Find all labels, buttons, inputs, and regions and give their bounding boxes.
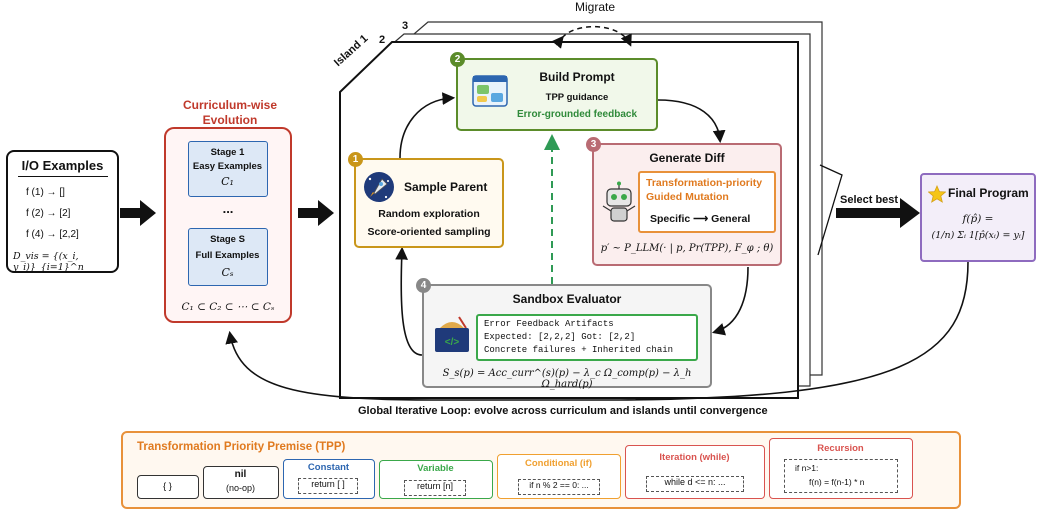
stage-s-subtitle: Full Examples (195, 250, 260, 261)
stage-s-box: Stage S Full Examples Cₛ (188, 228, 268, 286)
tpp-iteration-block: Iteration (while) while d <= n: ... (625, 445, 765, 499)
tpp-recursion-code-box: if n>1: f(n) = f(n-1) * n (784, 459, 898, 493)
sample-parent-line1: Random exploration (378, 208, 480, 220)
artifact-line-1: Error Feedback Artifacts (484, 319, 614, 329)
io-examples-panel: I/O Examples f (1) → [] f (2) → [2] f (4… (6, 150, 119, 273)
tpp-title: Transformation Priority Premise (TPP) (137, 441, 346, 453)
io-dvis: D_vis = {(x_i, y_i)}_{i=1}^n (13, 251, 84, 273)
star-icon (928, 185, 946, 203)
sandbox-to-sample-arrow (395, 246, 423, 356)
final-line2: (1/n) Σᵢ 1[p̂(xᵢ) = yᵢ] (931, 230, 1025, 241)
tpp-variable-code: return [n] (404, 480, 466, 496)
mutation-line1: Transformation-priority (646, 177, 763, 189)
curriculum-chain: C₁ ⊂ C₂ ⊂ ⋯ ⊂ Cₛ (181, 301, 275, 313)
tpp-nil-sub: (no-op) (225, 483, 255, 493)
tpp-nil-block: nil (no-op) (203, 466, 279, 499)
mutation-line2: Guided Mutation (646, 191, 729, 203)
stage-1-title: Stage 1 (210, 147, 245, 158)
build-prompt-title: Build Prompt (539, 70, 615, 84)
io-example-2: f (2) → [2] (26, 208, 71, 219)
tpp-constant-code: return [ ] (298, 478, 358, 494)
sandbox-formula: S_s(p) = Acc_curr^(s)(p) − λ_c Ω_comp(p)… (442, 368, 692, 390)
sample-parent-title: Sample Parent (404, 180, 488, 194)
final-program-title: Final Program (948, 186, 1029, 200)
select-best-arrow (836, 198, 920, 228)
stage-s-set: Cₛ (221, 266, 234, 279)
generate-to-sandbox-arrow (711, 266, 749, 336)
island-2-label: 2 (379, 34, 386, 46)
stage-1-box: Stage 1 Easy Examples C₁ (188, 141, 268, 197)
generate-diff-title: Generate Diff (649, 151, 725, 165)
io-example-3: f (4) → [2,2] (26, 229, 79, 240)
global-loop-arrow (225, 261, 969, 401)
tpp-panel: Transformation Priority Premise (TPP) { … (121, 431, 961, 509)
artifact-line-3: Concrete failures + Inherited chain (484, 345, 674, 355)
error-feedback-artifacts-box: Error Feedback Artifacts Expected: [2,2,… (476, 314, 698, 361)
global-loop-label: Global Iterative Loop: evolve across cur… (358, 405, 768, 417)
build-prompt-box: Build Prompt TPP guidance Error-grounded… (456, 58, 658, 131)
sandbox-evaluator-box: Sandbox Evaluator </> Error Feedback Art… (422, 284, 712, 390)
migrate-arrow (551, 26, 632, 49)
curriculum-panel: Stage 1 Easy Examples C₁ ... Stage S Ful… (164, 127, 292, 323)
select-best-label: Select best (840, 194, 899, 206)
tpp-nil-label: nil (234, 469, 247, 480)
curriculum-title-2: Evolution (202, 113, 258, 127)
sandbox-icon: </> (435, 316, 469, 352)
generate-diff-badge: 3 (586, 137, 601, 152)
tpp-conditional-block: Conditional (if) if n % 2 == 0: ... (497, 454, 621, 499)
tpp-iteration-label: Iteration (while) (659, 452, 730, 463)
tpp-conditional-label: Conditional (if) (524, 458, 592, 469)
stage-s-title: Stage S (210, 234, 245, 245)
migrate-label: Migrate (575, 0, 616, 14)
sandbox-title: Sandbox Evaluator (512, 292, 622, 306)
mutation-direction: Specific ⟶ General (650, 213, 751, 225)
io-example-1: f (1) → [] (26, 187, 65, 198)
tpp-iteration-code: while d <= n: ... (646, 476, 744, 492)
svg-text:</>: </> (445, 337, 460, 348)
sample-parent-badge: 1 (348, 152, 363, 167)
robot-icon (602, 181, 636, 222)
sample-parent-line2: Score-oriented sampling (367, 226, 491, 238)
guided-mutation-box: Transformation-priority Guided Mutation … (638, 171, 776, 233)
tpp-recursion-code-2: f(n) = f(n-1) * n (809, 477, 865, 487)
stage-ellipsis: ... (222, 201, 234, 216)
prompt-window-icon (472, 75, 508, 107)
stage-1-subtitle: Easy Examples (192, 161, 263, 172)
build-prompt-line1: TPP guidance (545, 92, 609, 103)
tpp-variable-label: Variable (417, 463, 454, 474)
curriculum-title-1: Curriculum-wise (182, 98, 278, 112)
final-program-box: Final Program f(p̂) = (1/n) Σᵢ 1[p̂(xᵢ) … (920, 173, 1036, 262)
artifact-line-2: Expected: [2,2,2] Got: [2,2] (484, 332, 636, 342)
tpp-empty-code: { } (163, 481, 172, 492)
build-prompt-badge: 2 (450, 52, 465, 67)
select-bracket (817, 164, 843, 256)
tpp-conditional-code: if n % 2 == 0: ... (518, 479, 600, 495)
tpp-recursion-block: Recursion if n>1: f(n) = f(n-1) * n (769, 438, 913, 499)
generate-diff-box: Generate Diff Transformation-priority Gu… (592, 143, 782, 266)
curriculum-to-island-arrow (298, 200, 334, 226)
io-divider (18, 176, 108, 177)
sample-to-build-arrow (399, 92, 456, 159)
sample-parent-box: Sample Parent Random exploration Score-o… (354, 158, 504, 248)
final-line1: f(p̂) = (962, 213, 994, 225)
tpp-empty-block: { } (137, 475, 199, 499)
stage-1-set: C₁ (221, 175, 234, 188)
sandbox-badge: 4 (416, 278, 431, 293)
rocket-icon (364, 172, 394, 202)
build-to-generate-arrow (657, 99, 726, 144)
io-to-curriculum-arrow (120, 200, 156, 226)
tpp-recursion-code-1: if n>1: (795, 463, 819, 473)
build-prompt-line2: Error-grounded feedback (516, 109, 638, 120)
tpp-recursion-label: Recursion (817, 443, 864, 454)
io-title: I/O Examples (21, 158, 104, 173)
island-3-label: 3 (402, 20, 409, 32)
tpp-constant-label: Constant (307, 462, 350, 473)
tpp-variable-block: Variable return [n] (379, 460, 493, 499)
tpp-constant-block: Constant return [ ] (283, 459, 375, 499)
generate-diff-formula: p′ ~ P_LLM(· | p, Pr(TPP), F_φ ; θ) (600, 243, 774, 254)
